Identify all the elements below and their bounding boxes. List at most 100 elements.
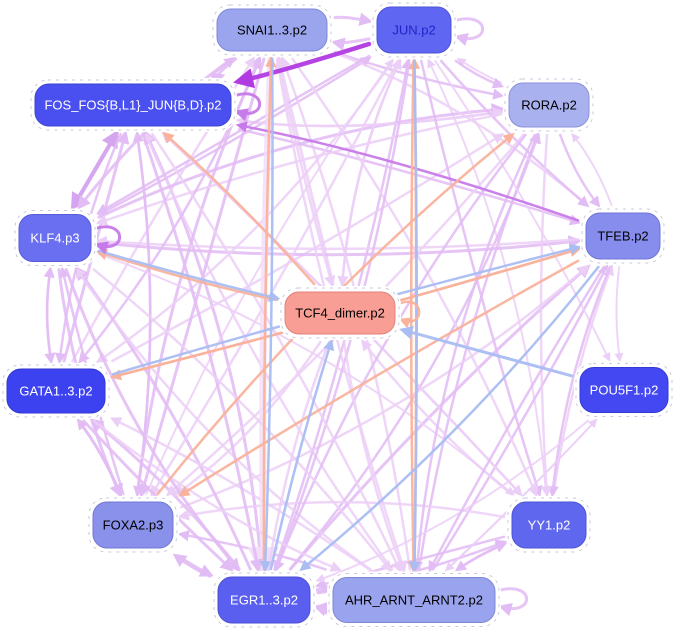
edge-tfeb-yy1[interactable] bbox=[547, 265, 612, 498]
node-label: KLF4.p3 bbox=[30, 231, 79, 246]
self-loop-klf4[interactable] bbox=[94, 225, 122, 255]
node-shape[interactable] bbox=[511, 501, 587, 549]
edge-jun-ahr[interactable] bbox=[409, 59, 421, 573]
edge-snai-egr[interactable] bbox=[259, 57, 274, 573]
self-loop-jun[interactable] bbox=[454, 17, 484, 46]
edge-pou5f1-egr[interactable] bbox=[315, 419, 590, 583]
edge-jun-fos[interactable] bbox=[233, 41, 372, 89]
node-selection-ring bbox=[2, 364, 110, 418]
self-loop-tcf4[interactable] bbox=[398, 300, 421, 329]
edge-ahr-tfeb[interactable] bbox=[431, 264, 609, 571]
edge-egr-tfeb[interactable] bbox=[289, 264, 591, 571]
node-gata[interactable]: GATA1..3.p2 bbox=[1, 363, 111, 419]
node-shape[interactable] bbox=[18, 214, 92, 262]
node-label: FOXA2.p3 bbox=[103, 518, 164, 533]
edge-klf4-rora[interactable] bbox=[97, 103, 506, 219]
edge-tfeb-pou5f1[interactable] bbox=[614, 266, 624, 363]
edge-tfeb-foxa2[interactable] bbox=[178, 259, 580, 497]
node-shape[interactable] bbox=[585, 212, 661, 260]
node-klf4[interactable]: KLF4.p3 bbox=[13, 208, 97, 268]
edge-jun-klf4[interactable] bbox=[96, 54, 371, 215]
edge-jun-foxa2[interactable] bbox=[150, 59, 400, 497]
node-shape[interactable] bbox=[284, 291, 396, 335]
edge-snai-tcf4[interactable] bbox=[276, 57, 336, 288]
edge-snai-jun[interactable] bbox=[333, 12, 373, 26]
edge-egr-tcf4[interactable] bbox=[269, 338, 335, 571]
node-shape[interactable] bbox=[34, 83, 232, 127]
node-label: TCF4_dimer.p2 bbox=[295, 306, 385, 321]
edge-snai-tfeb[interactable] bbox=[333, 51, 590, 208]
node-fos[interactable]: FOS_FOS{B,L1}_JUN{B,D}.p2 bbox=[29, 78, 237, 132]
node-shape[interactable] bbox=[508, 82, 590, 128]
edge-snai-gata[interactable] bbox=[78, 57, 262, 364]
edge-klf4-ahr[interactable] bbox=[92, 268, 392, 573]
edge-fos-egr[interactable] bbox=[141, 132, 263, 573]
node-ahr[interactable]: AHR_ARNT_ARNT2.p2 bbox=[327, 571, 501, 629]
node-rora[interactable]: RORA.p2 bbox=[503, 77, 595, 133]
edge-tfeb-ahr[interactable] bbox=[428, 265, 605, 573]
edge-klf4-jun[interactable] bbox=[97, 56, 372, 216]
node-shape[interactable] bbox=[92, 501, 174, 549]
node-shape[interactable] bbox=[6, 368, 106, 414]
node-snai[interactable]: SNAI1..3.p2 bbox=[211, 3, 333, 57]
node-egr[interactable]: EGR1..3.p2 bbox=[212, 571, 316, 629]
edge-egr-snai[interactable] bbox=[262, 55, 277, 571]
edge-tfeb-fos[interactable] bbox=[235, 121, 580, 222]
edge-fos-foxa2[interactable] bbox=[133, 132, 152, 498]
edge-gata-ahr[interactable] bbox=[92, 419, 342, 572]
edge-tcf4-ahr[interactable] bbox=[342, 340, 405, 573]
node-label: RORA.p2 bbox=[521, 98, 577, 113]
node-yy1[interactable]: YY1.p2 bbox=[506, 496, 592, 554]
edge-jun-tcf4[interactable] bbox=[337, 59, 401, 288]
node-selection-ring bbox=[280, 287, 400, 339]
edge-rora-jun[interactable] bbox=[456, 57, 502, 84]
node-tcf4[interactable]: TCF4_dimer.p2 bbox=[279, 286, 401, 340]
edge-klf4-tcf4[interactable] bbox=[97, 249, 281, 302]
edge-tfeb-egr[interactable] bbox=[299, 265, 600, 572]
node-pou5f1[interactable]: POU5F1.p2 bbox=[574, 361, 674, 419]
edge-jun-ahr[interactable] bbox=[407, 59, 419, 573]
edge-tfeb-rora[interactable] bbox=[571, 132, 613, 206]
edge-klf4-tfeb[interactable] bbox=[97, 235, 583, 257]
edge-jun-pou5f1[interactable] bbox=[434, 60, 611, 362]
edge-tcf4-foxa2[interactable] bbox=[173, 340, 322, 496]
node-foxa2[interactable]: FOXA2.p3 bbox=[87, 496, 179, 554]
node-label: GATA1..3.p2 bbox=[19, 384, 92, 399]
node-selection-ring bbox=[575, 363, 673, 417]
node-label: AHR_ARNT_ARNT2.p2 bbox=[345, 593, 483, 608]
node-shape[interactable] bbox=[376, 6, 452, 54]
node-jun[interactable]: JUN.p2 bbox=[371, 1, 457, 59]
node-shape[interactable] bbox=[217, 576, 311, 624]
node-shape[interactable] bbox=[579, 367, 669, 413]
node-label: TFEB.p2 bbox=[597, 229, 648, 244]
node-label: SNAI1..3.p2 bbox=[237, 23, 307, 38]
edge-snai-yy1[interactable] bbox=[291, 57, 538, 498]
edge-jun-snai[interactable] bbox=[331, 37, 371, 51]
edge-rora-klf4[interactable] bbox=[95, 113, 503, 226]
edge-jun-rora[interactable] bbox=[454, 59, 505, 89]
node-label: JUN.p2 bbox=[392, 23, 435, 38]
node-tfeb[interactable]: TFEB.p2 bbox=[580, 207, 666, 265]
edge-yy1-ahr[interactable] bbox=[454, 542, 506, 572]
edge-tcf4-fos[interactable] bbox=[162, 131, 316, 286]
node-shape[interactable] bbox=[332, 577, 496, 623]
edge-rora-tfeb[interactable] bbox=[558, 133, 601, 208]
edge-klf4-egr[interactable] bbox=[64, 268, 241, 573]
edge-rora-ahr[interactable] bbox=[411, 133, 536, 573]
node-selection-ring bbox=[212, 4, 332, 56]
node-shape[interactable] bbox=[216, 8, 328, 52]
edge-jun-gata[interactable] bbox=[96, 59, 394, 363]
edge-tcf4-klf4[interactable] bbox=[95, 249, 279, 302]
edge-pou5f1-tcf4[interactable] bbox=[399, 326, 574, 378]
edge-klf4-gata[interactable] bbox=[44, 268, 56, 365]
edge-ahr-klf4[interactable] bbox=[74, 266, 372, 571]
node-label: FOS_FOS{B,L1}_JUN{B,D}.p2 bbox=[44, 98, 221, 113]
edge-rora-yy1[interactable] bbox=[539, 133, 552, 498]
self-loop-fos[interactable] bbox=[234, 92, 262, 122]
edge-foxa2-egr[interactable] bbox=[176, 554, 214, 577]
self-loop-ahr[interactable] bbox=[498, 587, 528, 616]
edge-klf4-yy1[interactable] bbox=[98, 253, 515, 496]
